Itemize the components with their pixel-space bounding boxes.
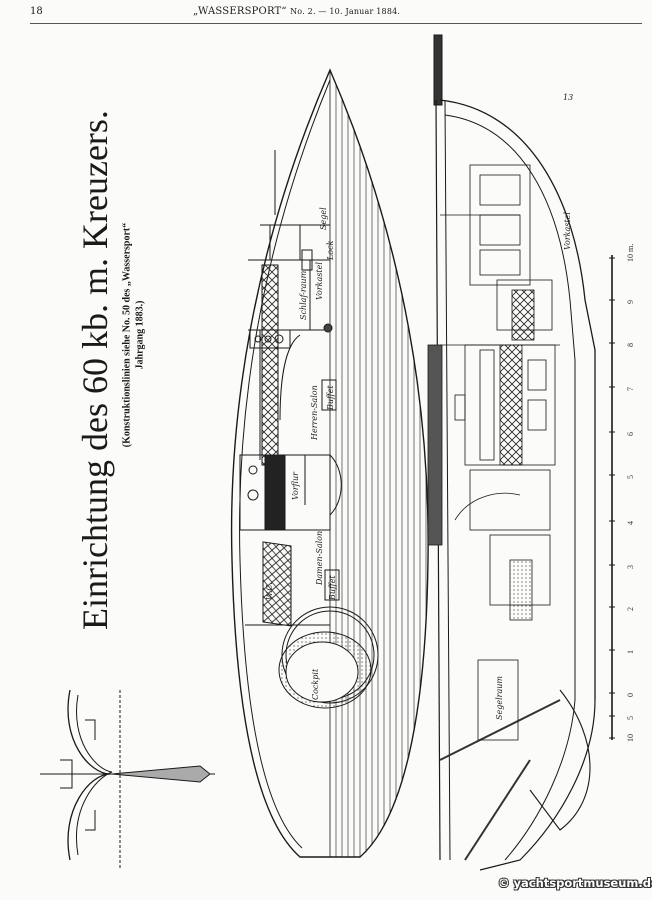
cross-section [40, 689, 215, 870]
label-locker: Lock [326, 240, 335, 261]
label-fore: Segel [319, 207, 328, 230]
scale-label: 8 [626, 343, 635, 347]
label-cockpit: Cockpit [311, 668, 320, 700]
scale-label: 7 [626, 387, 635, 391]
scale-label: 1 [626, 650, 635, 654]
deck-plan: Segel Vorkastel Lock Schlaf-raum Herren-… [230, 68, 429, 858]
scale-label: 5 [626, 475, 635, 479]
running-title: „WASSERSPORT“ No. 2. — 10. Januar 1884. [193, 6, 400, 17]
label-sleeping: Schlaf-raum [299, 270, 308, 320]
profile-section: Segelraum Vorkastel 13 [427, 34, 596, 871]
scale-label: 2 [626, 607, 635, 611]
header-rule [30, 23, 642, 24]
running-header: 18 „WASSERSPORT“ No. 2. — 10. Januar 188… [0, 6, 652, 22]
label-wc: W.C. [265, 582, 274, 600]
scale-label: 10 m. [626, 244, 635, 262]
watermark: © yachtsportmuseum.de [498, 876, 652, 890]
label-buffet-2: Buffet [328, 575, 337, 601]
scale-label: 10 [626, 734, 635, 742]
page-number: 18 [30, 6, 43, 17]
scale-label: 9 [626, 300, 635, 304]
label-profile-forecastle: Vorkastel [563, 212, 572, 250]
scale-label: 5 [626, 716, 635, 720]
label-forecastle: Vorkastel [315, 262, 324, 300]
label-buffet-1: Buffet [326, 385, 335, 411]
scale-label: 6 [626, 432, 635, 436]
scale-label: 0 [626, 693, 635, 697]
label-gents-saloon: Herren-Salon [310, 385, 319, 441]
journal-name: „WASSERSPORT“ [193, 6, 287, 17]
issue-info: No. 2. — 10. Januar 1884. [290, 7, 401, 16]
page-mark: 13 [563, 93, 573, 102]
scale-label: 4 [626, 521, 635, 525]
label-sail-room: Segelraum [495, 676, 504, 720]
label-entrance: Vorflur [291, 471, 300, 500]
label-ladies-saloon: Damen-Salon [315, 531, 324, 586]
scale-label: 3 [626, 565, 635, 569]
